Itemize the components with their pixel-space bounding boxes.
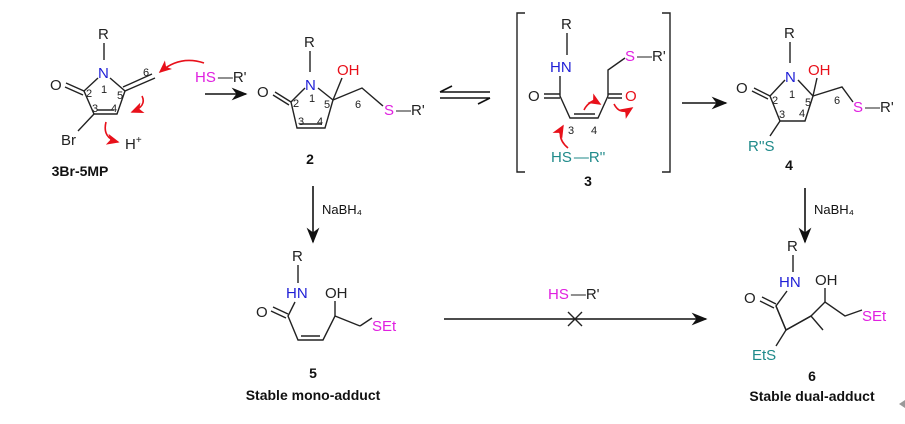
hydroxyl: OH xyxy=(815,272,838,289)
compound-caption: Stable dual-adduct xyxy=(749,388,875,404)
compound-3br-5mp: R N O Br H+ 1 2 3 4 5 6 3Br-5MP xyxy=(50,26,205,179)
compound-label: 5 xyxy=(309,365,317,381)
ring-number: 6 xyxy=(355,99,361,111)
ring-number: 4 xyxy=(591,125,597,137)
equilibrium-arrow-back xyxy=(439,85,490,93)
curved-arrow xyxy=(104,121,120,145)
ring-number: 1 xyxy=(101,84,107,96)
hydroxyl: OH xyxy=(325,285,348,302)
ethylthio: SEt xyxy=(862,308,887,325)
ring-number: 3 xyxy=(779,109,785,121)
ethylthio-2: EtS xyxy=(752,347,776,364)
thiol-reagent: HS—R' xyxy=(195,69,247,86)
ring-number: 5 xyxy=(117,90,123,102)
nitrogen-atom: N xyxy=(785,69,796,86)
ketone-oxygen: O xyxy=(625,88,637,105)
ring-number: 6 xyxy=(834,95,840,107)
oxygen-atom: O xyxy=(744,290,756,307)
right-bracket xyxy=(662,12,671,173)
compound-5: R HN O OH SEt 5 Stable mono-adduct xyxy=(246,248,397,403)
ring-number: 5 xyxy=(805,97,811,109)
curved-arrow xyxy=(130,95,145,114)
oxygen-atom: O xyxy=(528,88,540,105)
compound-3-intermediate: R HN O O S—R' 3 4 HS—R'' 3 xyxy=(516,12,671,189)
hydroxyl: OH xyxy=(808,62,831,79)
ring-number: 2 xyxy=(86,88,92,100)
amide-nh: HN xyxy=(286,285,308,302)
r-group: R xyxy=(304,34,315,51)
r-group: R xyxy=(98,26,109,43)
thioether: S—R' xyxy=(853,99,894,116)
ring-number: 3 xyxy=(568,125,574,137)
curved-arrow xyxy=(158,59,205,74)
scroll-arrow-icon[interactable] xyxy=(899,400,905,408)
r-group: R xyxy=(784,25,795,42)
oxygen-atom: O xyxy=(50,77,62,94)
ring-number: 1 xyxy=(309,93,315,105)
ring-number: 3 xyxy=(92,103,98,115)
compound-caption: Stable mono-adduct xyxy=(246,387,381,403)
ring-number: 4 xyxy=(799,108,805,120)
proton: H+ xyxy=(125,135,142,153)
ring-number: 2 xyxy=(772,95,778,107)
compound-label: 6 xyxy=(808,368,816,384)
r-group: R xyxy=(292,248,303,265)
thioether: S—R' xyxy=(625,48,666,65)
no-reaction-cross xyxy=(567,311,583,327)
oxygen-atom: O xyxy=(256,304,268,321)
thioether-rpp: R''S xyxy=(748,138,775,155)
equilibrium-arrow-forward xyxy=(440,97,491,105)
compound-label: 2 xyxy=(306,151,314,167)
r-group: R xyxy=(561,16,572,33)
hydroxyl: OH xyxy=(337,62,360,79)
compound-6: R HN O OH SEt EtS 6 Stable dual-adduct xyxy=(744,238,887,404)
nitrogen-atom: N xyxy=(98,65,109,82)
nabh4-label: NaBH₄ xyxy=(814,202,854,217)
ring-number: 5 xyxy=(324,99,330,111)
thioether: S—R' xyxy=(384,102,425,119)
nabh4-label: NaBH₄ xyxy=(322,202,362,217)
compound-label: 3 xyxy=(584,173,592,189)
oxygen-atom: O xyxy=(257,84,269,101)
nitrogen-atom: N xyxy=(305,77,316,94)
oxygen-atom: O xyxy=(736,80,748,97)
curved-arrow xyxy=(583,93,602,111)
left-bracket xyxy=(516,12,525,173)
bromine-atom: Br xyxy=(61,132,76,149)
ring-number: 4 xyxy=(111,103,117,115)
ring-number: 6 xyxy=(143,67,149,79)
compound-label: 4 xyxy=(785,157,793,173)
compound-4: R N O OH S—R' R''S 1 2 3 4 5 6 4 xyxy=(736,25,894,173)
ethylthio: SEt xyxy=(372,318,397,335)
ring-number: 2 xyxy=(293,98,299,110)
ring-number: 1 xyxy=(789,89,795,101)
compound-label: 3Br-5MP xyxy=(52,163,109,179)
ring-number: 4 xyxy=(317,116,323,128)
thiol-rpp: HS—R'' xyxy=(551,149,606,166)
curved-arrow xyxy=(613,103,634,119)
compound-2: R N O OH S—R' 1 2 3 4 5 6 2 xyxy=(257,34,425,167)
amide-nh: HN xyxy=(779,274,801,291)
thiol-reagent: HS—R' xyxy=(548,286,600,303)
r-group: R xyxy=(787,238,798,255)
ring-number: 3 xyxy=(298,116,304,128)
curved-arrow xyxy=(552,124,569,149)
amide-nh: HN xyxy=(550,59,572,76)
